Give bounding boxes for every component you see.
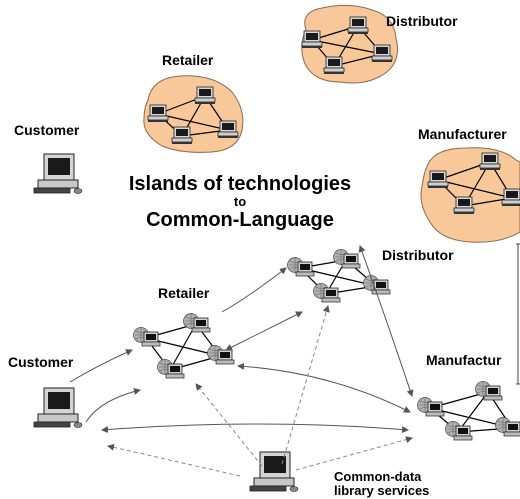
title-line-3: Common-Language xyxy=(146,209,334,231)
label-common-data-library: Common-data library services xyxy=(334,470,429,498)
label-manufacturer-bottom: Manufactur xyxy=(426,352,502,368)
label-customer-bottom: Customer xyxy=(8,354,74,370)
label-retailer-bottom: Retailer xyxy=(158,285,210,301)
label-common-data-line1: Common-data xyxy=(334,469,422,484)
label-manufacturer-top: Manufacturer xyxy=(418,126,507,142)
label-retailer-top: Retailer xyxy=(162,52,214,68)
label-distributor-top: Distributor xyxy=(386,13,458,29)
label-distributor-bottom: Distributor xyxy=(382,247,454,263)
cluster-distributor xyxy=(287,249,391,303)
cluster-manufacturer xyxy=(417,381,520,441)
customer-computer-top xyxy=(33,153,83,194)
common-data-library-computer xyxy=(249,451,299,492)
island-distributor xyxy=(301,4,398,84)
customer-computer-bottom xyxy=(33,387,83,428)
dashed-connectors xyxy=(107,305,413,477)
frame-edge xyxy=(516,243,520,385)
title-line-1: Islands of technologies xyxy=(128,173,352,195)
cluster-retailer xyxy=(133,313,235,379)
label-common-data-line2: library services xyxy=(334,483,430,498)
island-manufacturer xyxy=(420,147,520,243)
diagram-title: Islands of technologies to Common-Langua… xyxy=(108,173,372,231)
connectors xyxy=(69,245,414,434)
title-line-2: to xyxy=(233,194,247,209)
label-customer-top: Customer xyxy=(14,122,80,138)
island-retailer xyxy=(143,75,244,153)
